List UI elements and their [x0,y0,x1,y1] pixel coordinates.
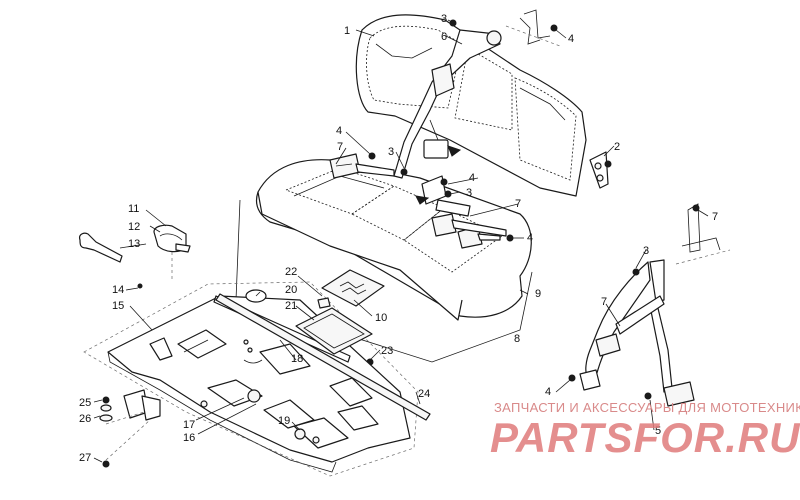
callout-labels: 1 3 6 4 2 4 7 3 4 3 7 4 9 8 10 22 20 21 … [79,13,718,464]
callout-6: 6 [441,31,447,43]
side-bracket [589,151,609,189]
callout-4: 4 [545,386,551,398]
callout-7: 7 [337,141,343,153]
watermark-tagline: ЗАПЧАСТИ И АКСЕССУАРЫ ДЛЯ МОТОТЕХНИКИ [494,400,800,415]
callout-11: 11 [128,203,139,215]
callout-bracket-8 [235,199,533,363]
callout-7: 7 [515,198,521,210]
callout-5: 5 [655,425,661,437]
callout-7: 7 [601,296,607,308]
callout-1: 1 [344,25,350,37]
callout-22: 22 [285,266,297,278]
callout-13: 13 [128,238,140,250]
seat-back [355,14,587,197]
callout-4: 4 [469,172,475,184]
callout-25: 25 [79,397,91,409]
seat-belt-upper [393,29,502,179]
callout-17: 17 [183,419,195,431]
callout-9: 9 [535,288,541,300]
callout-3: 3 [643,245,649,257]
watermark-logo: PARTSFOR.RU [490,414,800,461]
callout-8: 8 [514,333,520,345]
access-cover [295,307,373,355]
hinge-assembly [99,389,161,468]
callout-20: 20 [285,284,297,296]
callout-4: 4 [527,232,533,244]
rubber-pad [317,297,331,309]
callout-14: 14 [112,284,124,296]
floor-outline [83,281,419,477]
center-mount-bracket [415,145,471,217]
seat-bottom [255,159,532,321]
callout-12: 12 [128,221,140,233]
seat-belt-right-buckles [431,213,507,249]
callout-19: 19 [278,415,290,427]
callout-24: 24 [418,388,430,400]
upper-mount-bracket [505,9,561,47]
callout-3: 3 [466,187,472,199]
leader-lines [93,19,709,463]
callout-2: 2 [614,141,620,153]
tool-holder [79,224,191,289]
callout-23: 23 [381,345,393,357]
seat-belt-assembly-exploded [568,203,731,407]
callout-27: 27 [79,452,91,464]
callout-3: 3 [388,146,394,158]
callout-4: 4 [568,33,574,45]
callout-15: 15 [112,300,124,312]
callout-18: 18 [291,353,303,365]
callout-21: 21 [285,300,297,312]
callout-4: 4 [336,125,342,137]
callout-7: 7 [712,211,718,223]
callout-26: 26 [79,413,91,425]
seat-belt-left-buckle [329,153,395,179]
floor-strips [213,293,431,421]
callout-3: 3 [441,13,447,25]
callout-10: 10 [375,312,387,324]
seat-base-plate [321,269,385,307]
callout-16: 16 [183,432,195,444]
